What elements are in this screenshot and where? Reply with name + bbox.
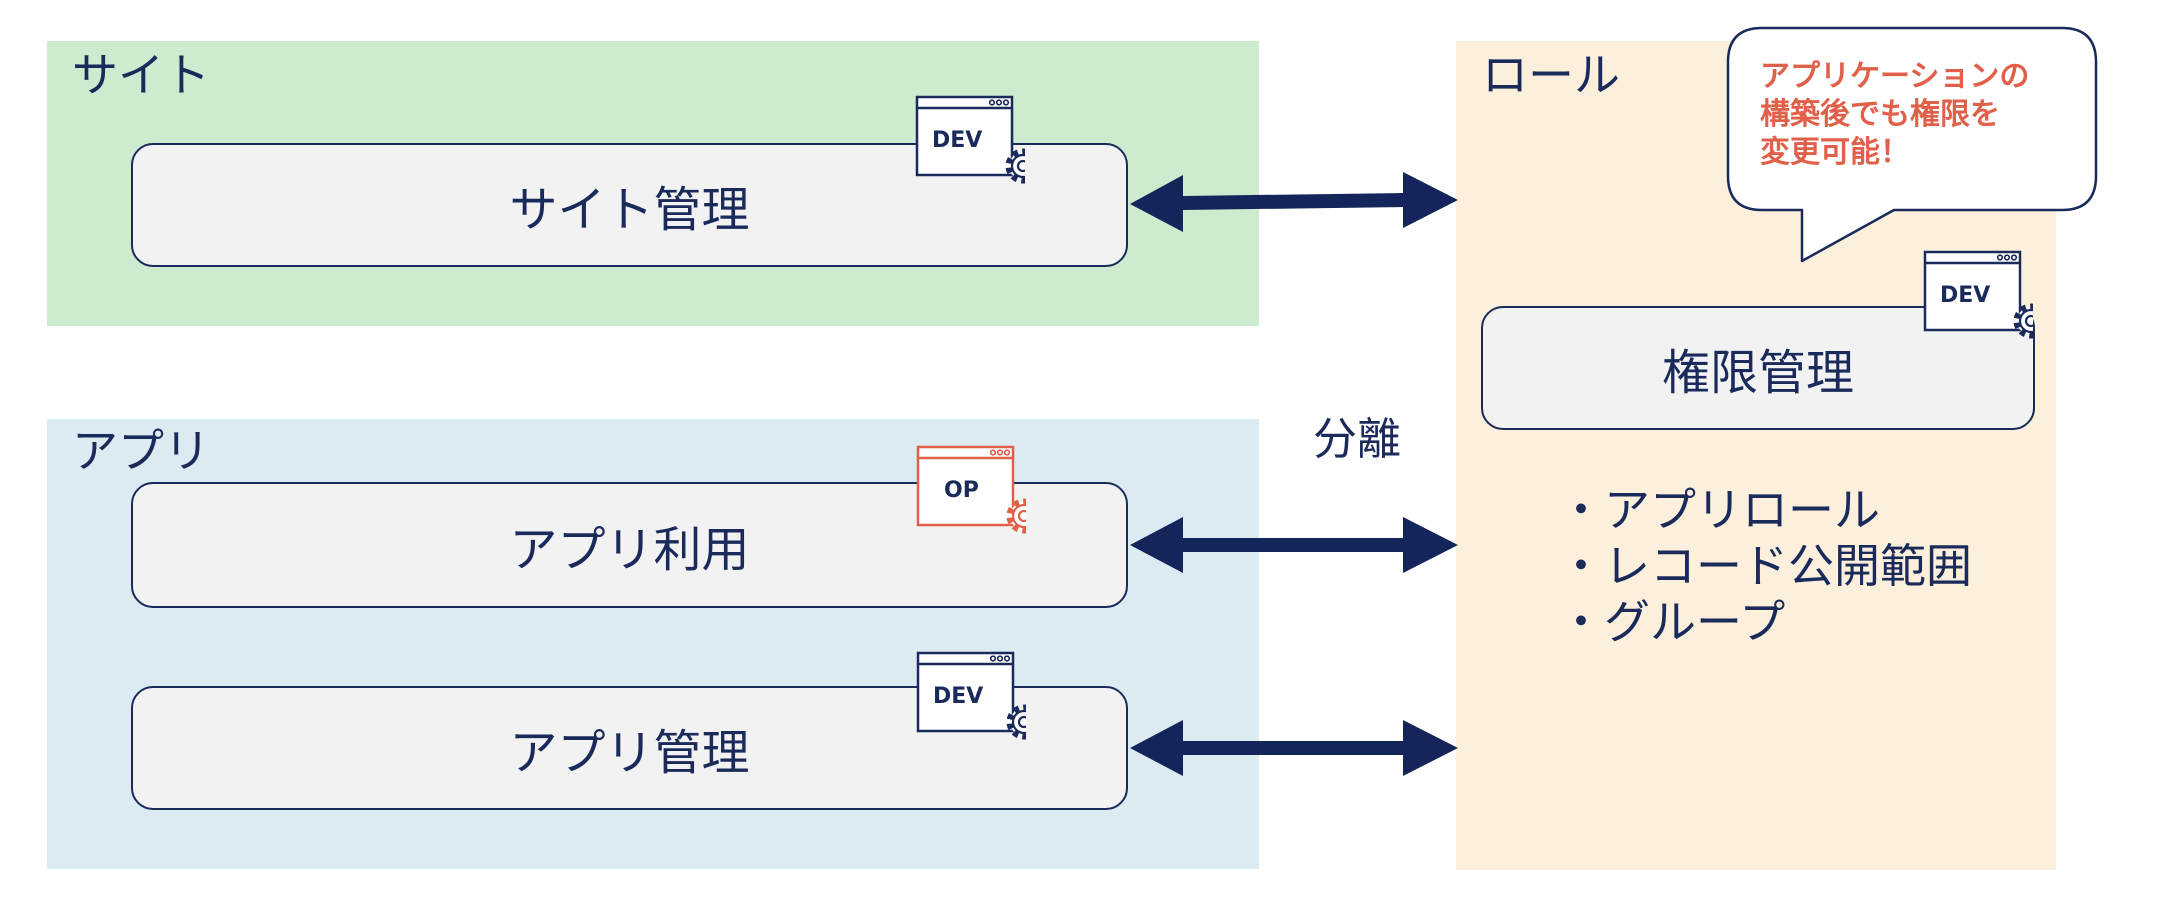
- role-item-app-role: アプリロール: [1558, 482, 1972, 538]
- op-window-gear-icon: OP: [916, 445, 1026, 534]
- callout-text: アプリケーションの 構築後でも権限を 変更可能！: [1760, 58, 2070, 172]
- site-admin-label: サイト管理: [509, 182, 750, 238]
- separation-label: 分離: [1313, 414, 1401, 465]
- dev-window-gear-icon: DEV: [916, 651, 1026, 740]
- role-item-record-scope: レコード公開範囲: [1558, 538, 1972, 594]
- role-region-title: ロール: [1482, 48, 1620, 102]
- app-admin-role-double-arrow: [1130, 720, 1458, 776]
- permission-admin-label: 権限管理: [1661, 345, 1854, 401]
- callout-line-1: アプリケーションの: [1760, 59, 2030, 94]
- app-admin-box: アプリ管理: [131, 686, 1128, 810]
- app-admin-label: アプリ管理: [509, 725, 750, 781]
- app-region-title: アプリ: [72, 424, 210, 478]
- app-use-label: アプリ利用: [509, 522, 750, 578]
- dev-label: DEV: [1940, 283, 1990, 308]
- dev-label: DEV: [933, 684, 983, 709]
- callout-line-2: 構築後でも権限を: [1760, 97, 2000, 132]
- op-label: OP: [944, 478, 979, 503]
- callout-line-3: 変更可能！: [1760, 135, 1910, 170]
- dev-window-gear-icon: DEV: [915, 95, 1025, 184]
- app-use-box: アプリ利用: [131, 482, 1128, 608]
- role-item-group: グループ: [1558, 594, 1972, 650]
- dev-window-gear-icon: DEV: [1923, 250, 2033, 339]
- site-role-double-arrow: [1130, 172, 1458, 232]
- role-item-list: アプリロール レコード公開範囲 グループ: [1558, 482, 1972, 650]
- dev-label: DEV: [932, 128, 982, 153]
- app-use-role-double-arrow: [1130, 517, 1458, 573]
- callout-bubble: [1726, 26, 2098, 263]
- site-region-title: サイト: [72, 48, 210, 102]
